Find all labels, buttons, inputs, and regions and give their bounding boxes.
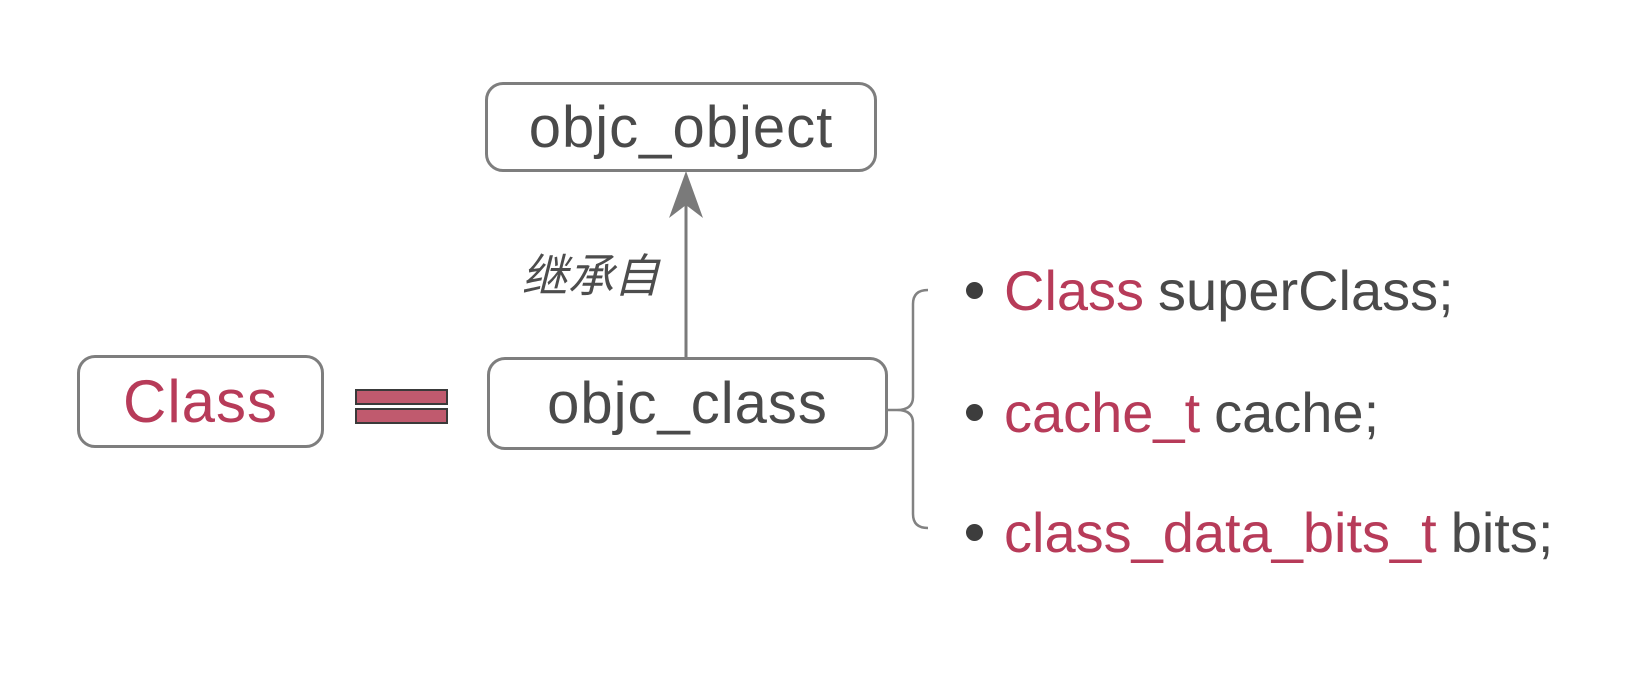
inherits-from-label: 继承自 (521, 250, 660, 302)
member-name: bits; (1450, 500, 1554, 564)
bullet-icon (966, 403, 983, 421)
bullet-icon (966, 523, 983, 541)
inheritance-arrow-icon (669, 171, 703, 357)
equals-bar-top (355, 389, 448, 405)
node-objc-object-label: objc_object (528, 94, 834, 160)
member-name: cache; (1214, 380, 1380, 444)
member-type: Class (1004, 258, 1145, 322)
members-bracket-icon (888, 288, 929, 530)
member-name: superClass; (1158, 258, 1454, 322)
node-class-label: Class (122, 368, 279, 435)
member-type: cache_t (1004, 380, 1201, 444)
node-class: Class (77, 355, 324, 448)
node-objc-object: objc_object (485, 82, 877, 172)
equals-bar-bottom (355, 408, 448, 424)
member-type: class_data_bits_t (1004, 500, 1437, 564)
node-objc-class: objc_class (487, 357, 888, 450)
bullet-icon (966, 281, 983, 299)
node-objc-class-label: objc_class (547, 371, 828, 436)
equals-icon (355, 389, 448, 424)
